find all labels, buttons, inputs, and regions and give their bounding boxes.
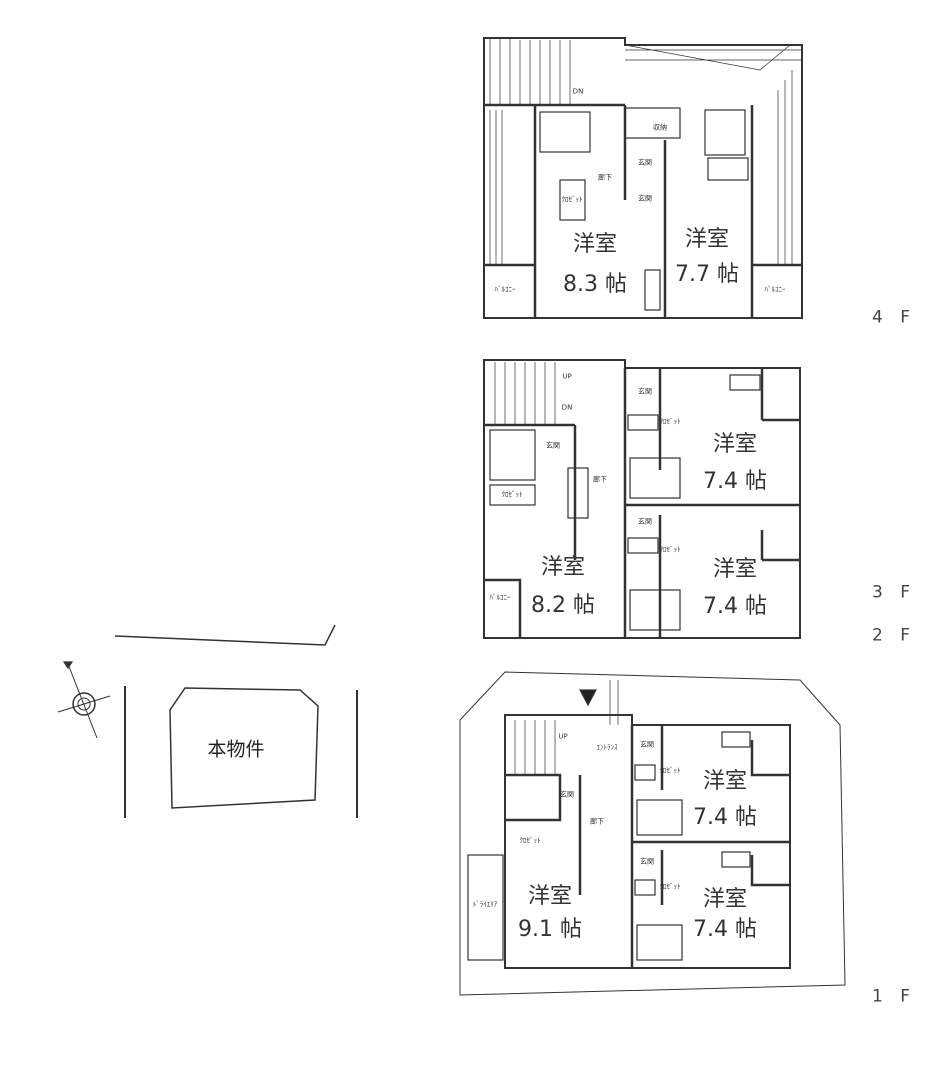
stairs-down-label: DN [561, 403, 573, 412]
dry-area-label: ﾄﾞﾗｲｴﾘｱ [472, 900, 498, 909]
room-type-label: 洋室 [540, 555, 586, 580]
closet-label: ｸﾛｾﾞｯﾄ [561, 195, 583, 204]
entrance-label: 玄関 [638, 517, 652, 526]
floor-label-2f: 2 F [872, 625, 916, 646]
floor-label-1f: 1 F [872, 986, 916, 1007]
closet-label: ｸﾛｾﾞｯﾄ [659, 545, 681, 554]
floor-2-3-plan [483, 359, 801, 639]
closet-label: ｸﾛｾﾞｯﾄ [659, 766, 681, 775]
closet-label: ｸﾛｾﾞｯﾄ [659, 882, 681, 891]
room-size-label: 7.7 帖 [675, 262, 739, 287]
room-size-label: 8.2 帖 [531, 593, 595, 618]
entrance-label: 玄関 [640, 740, 654, 749]
room-type-label: 洋室 [702, 769, 748, 794]
floor-label-4f: 4 F [872, 307, 916, 328]
room-type-label: 洋室 [572, 232, 618, 257]
entrance-label: 玄関 [640, 857, 654, 866]
balcony-label: ﾊﾞﾙｺﾆｰ [494, 285, 516, 294]
entrance-hall-label: ｴﾝﾄﾗﾝｽ [596, 743, 618, 752]
room-type-label: 洋室 [527, 884, 573, 909]
corridor-label: 廊下 [593, 475, 607, 484]
room-size-label: 7.4 帖 [703, 594, 767, 619]
entrance-label: 玄関 [560, 790, 574, 799]
room-type-label: 洋室 [712, 557, 758, 582]
room-size-label: 7.4 帖 [703, 469, 767, 494]
floor-label-3f: 3 F [872, 582, 916, 603]
closet-label: ｸﾛｾﾞｯﾄ [501, 490, 523, 499]
north-compass-icon [57, 661, 111, 739]
storage-label: 収納 [653, 123, 667, 132]
room-size-label: 7.4 帖 [693, 805, 757, 830]
room-type-label: 洋室 [684, 227, 730, 252]
balcony-label: ﾊﾞﾙｺﾆｰ [489, 593, 511, 602]
entrance-label: 玄関 [546, 441, 560, 450]
closet-label: ｸﾛｾﾞｯﾄ [519, 836, 541, 845]
property-label: 本物件 [207, 738, 265, 761]
site-map [114, 624, 358, 818]
entrance-label: 玄関 [638, 194, 652, 203]
corridor-label: 廊下 [598, 173, 612, 182]
room-size-label: 9.1 帖 [518, 917, 582, 942]
closet-label: ｸﾛｾﾞｯﾄ [659, 417, 681, 426]
balcony-label: ﾊﾞﾙｺﾆｰ [764, 285, 786, 294]
room-size-label: 7.4 帖 [693, 917, 757, 942]
room-type-label: 洋室 [702, 887, 748, 912]
stairs-label: DN [572, 87, 584, 96]
corridor-label: 廊下 [590, 817, 604, 826]
floor-4-plan [483, 37, 803, 319]
entrance-label: 玄関 [638, 158, 652, 167]
entrance-label: 玄関 [638, 387, 652, 396]
floor-1-plan [459, 671, 846, 996]
stairs-up-label: UP [558, 732, 568, 741]
room-type-label: 洋室 [712, 432, 758, 457]
stairs-up-label: UP [562, 372, 572, 381]
room-size-label: 8.3 帖 [563, 272, 627, 297]
